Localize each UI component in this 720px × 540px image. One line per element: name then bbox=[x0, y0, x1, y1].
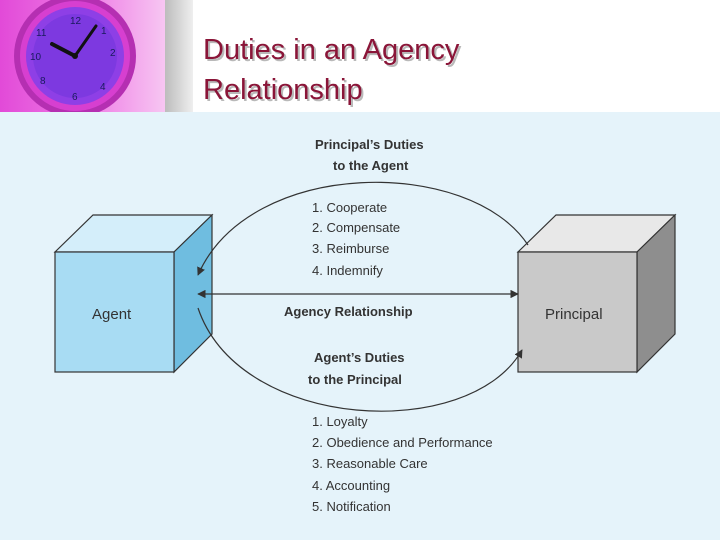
slide-title: Duties in an Agency Relationship bbox=[203, 30, 703, 110]
agent-duty-item: 5. Notification bbox=[312, 499, 391, 514]
principal-duty-item: 4. Indemnify bbox=[312, 263, 383, 278]
agent-duties-list: 1. Loyalty 2. Obedience and Performance … bbox=[312, 414, 493, 514]
agency-relationship-label: Agency Relationship bbox=[284, 304, 413, 319]
agent-duty-item: 3. Reasonable Care bbox=[312, 456, 428, 471]
agent-duty-item: 4. Accounting bbox=[312, 478, 390, 493]
agent-duties-heading-2: to the Principal bbox=[308, 372, 402, 387]
principal-label: Principal bbox=[545, 306, 603, 323]
clock-icon: 12 1 2 11 10 8 6 4 bbox=[14, 0, 136, 112]
svg-text:10: 10 bbox=[30, 52, 42, 63]
principal-duties-list: 1. Cooperate 2. Compensate 3. Reimburse … bbox=[312, 200, 400, 278]
agent-duty-item: 1. Loyalty bbox=[312, 414, 368, 429]
svg-text:8: 8 bbox=[40, 76, 46, 87]
agent-box: Agent bbox=[53, 213, 214, 374]
principal-duty-item: 1. Cooperate bbox=[312, 200, 387, 215]
agent-label: Agent bbox=[92, 306, 132, 323]
title-line-1: Duties in an Agency bbox=[203, 34, 460, 66]
svg-text:1: 1 bbox=[101, 26, 107, 37]
clock-image: 12 1 2 11 10 8 6 4 bbox=[0, 0, 165, 112]
svg-text:12: 12 bbox=[70, 16, 82, 27]
agent-duty-item: 2. Obedience and Performance bbox=[312, 435, 493, 450]
principal-duties-heading-2: to the Agent bbox=[333, 158, 409, 173]
agent-duties-arrow bbox=[197, 307, 523, 412]
principal-duty-item: 2. Compensate bbox=[312, 220, 400, 235]
svg-text:11: 11 bbox=[36, 28, 47, 39]
agent-duties-heading-1: Agent’s Duties bbox=[314, 350, 405, 365]
svg-text:2: 2 bbox=[110, 48, 116, 59]
title-divider bbox=[165, 0, 193, 112]
svg-text:4: 4 bbox=[100, 82, 106, 93]
principal-box: Principal bbox=[516, 213, 677, 374]
principal-duty-item: 3. Reimburse bbox=[312, 241, 389, 256]
principal-duties-heading-1: Principal’s Duties bbox=[315, 137, 424, 152]
svg-text:6: 6 bbox=[72, 92, 78, 103]
title-line-2: Relationship bbox=[203, 74, 363, 106]
slide-header: 12 1 2 11 10 8 6 4 Duties in an Agency R… bbox=[0, 0, 720, 112]
principal-duties-arrow bbox=[197, 181, 529, 276]
agency-diagram: Agent Principal Principal’s Duties to th… bbox=[53, 137, 677, 514]
diagram-panel: Agent Principal Principal’s Duties to th… bbox=[0, 112, 720, 540]
